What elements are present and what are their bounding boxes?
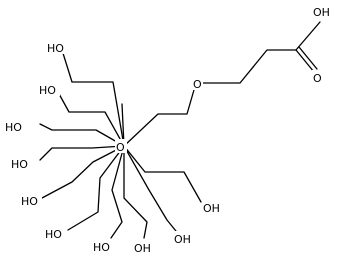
arm-label-2: HO <box>39 84 56 97</box>
label-backgrounds <box>4 4 334 254</box>
arm-bg-4 <box>10 156 32 170</box>
center-oxygen-label: O <box>116 141 125 154</box>
carbonyl-bond <box>295 46 318 73</box>
arm-bg-3 <box>4 119 26 133</box>
arm-label-3: HO <box>5 121 22 134</box>
arm-bg-10 <box>202 200 224 214</box>
arm-bg-5 <box>20 193 42 207</box>
arm-bond-2 <box>57 91 125 147</box>
arm-bond-4 <box>39 145 125 161</box>
arm-bg-9 <box>173 231 195 245</box>
arm-bg-2 <box>38 82 60 96</box>
arm-label-10: OH <box>203 202 220 215</box>
arm-label-7: HO <box>93 241 110 254</box>
arm-label-4: HO <box>11 158 28 171</box>
arm-bond-10 <box>123 145 202 203</box>
ether-atom-bg <box>192 76 203 90</box>
acid-oh-bond <box>295 21 321 51</box>
atom-labels: O O OH O HO HO HO HO HO HO HO OH OH OH <box>5 6 330 255</box>
ether-oxygen-label: O <box>193 78 202 91</box>
arm-bond-3 <box>39 123 125 147</box>
arm-label-9: OH <box>174 233 191 246</box>
arm-bg-6 <box>44 226 66 240</box>
center-atom-bg <box>115 139 127 153</box>
arm-bond-8 <box>123 145 148 239</box>
arm-bond-5 <box>41 145 125 199</box>
arm-bond-1 <box>61 49 125 147</box>
bond-lines <box>39 21 321 239</box>
arm-bond-7 <box>110 145 125 239</box>
acid-oh-bg <box>312 4 334 18</box>
carbonyl-oxygen-label: O <box>313 72 322 85</box>
acid-chain-bond <box>123 49 297 147</box>
arm-label-8: OH <box>134 242 151 255</box>
arm-bond-6 <box>67 145 125 231</box>
arm-bg-8 <box>133 240 155 254</box>
arm-bg-7 <box>92 239 114 253</box>
arm-label-1: HO <box>47 42 64 55</box>
acid-oh-label: OH <box>313 6 330 19</box>
arm-bg-1 <box>46 40 68 54</box>
carbonyl-bg <box>312 70 323 84</box>
arm-label-5: HO <box>21 195 38 208</box>
arm-bond-9 <box>123 145 181 237</box>
arm-label-6: HO <box>45 228 62 241</box>
